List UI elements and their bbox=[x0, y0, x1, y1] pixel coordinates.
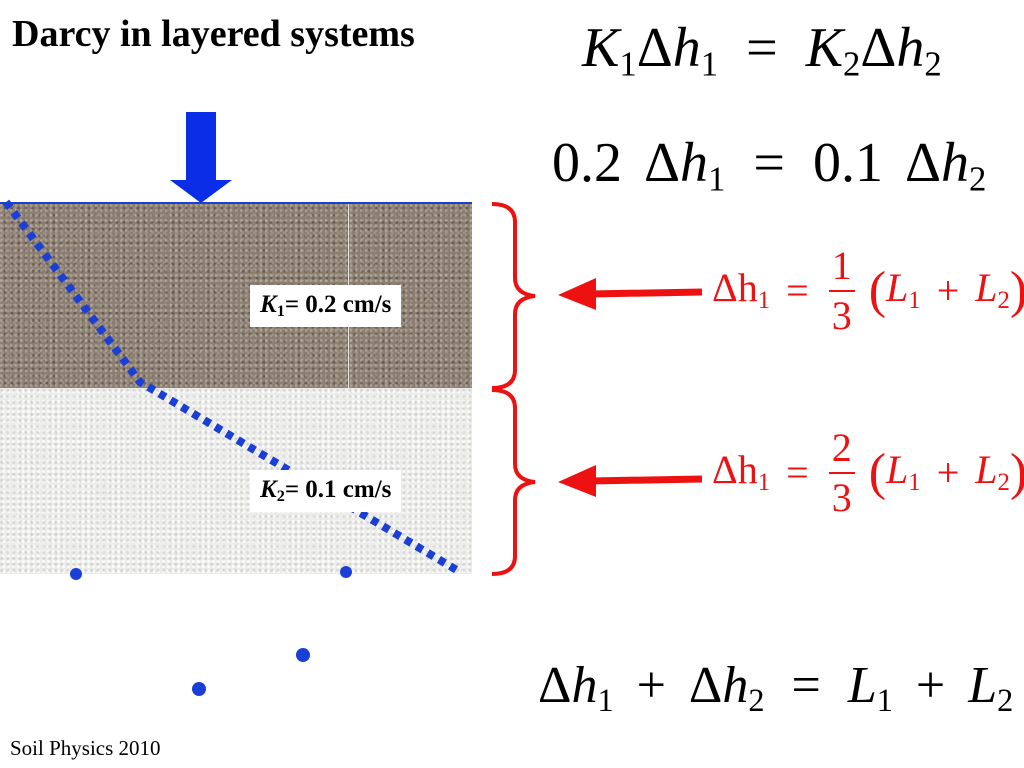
res2-l2: L2 bbox=[975, 447, 1010, 495]
eq-ndh2: Δh bbox=[904, 132, 969, 194]
arrow-left-icon bbox=[558, 278, 703, 310]
res1-l1-text: L bbox=[886, 265, 909, 311]
eq-dh2-sub: 2 bbox=[924, 44, 942, 84]
res2-l1-text: L bbox=[886, 447, 909, 493]
sum-l2-sub: 2 bbox=[997, 682, 1014, 719]
sum-dh2-sub: 2 bbox=[748, 682, 765, 719]
res1-fraction: 1 3 bbox=[828, 243, 855, 336]
eq-ndh1: Δh bbox=[644, 132, 709, 194]
eq-dh2: Δh bbox=[860, 17, 925, 79]
eq-k1: K bbox=[582, 17, 620, 79]
sum-plus2: + bbox=[915, 657, 946, 714]
dot bbox=[296, 648, 310, 662]
eq-ndh2-sub: 2 bbox=[968, 159, 987, 199]
k1-label: K1= 0.2 cm/s bbox=[250, 285, 402, 328]
sum-l2: L bbox=[968, 657, 998, 714]
res2-equals: = bbox=[786, 450, 809, 495]
sum-l1-sub: 1 bbox=[876, 682, 893, 719]
res2-l2-text: L bbox=[975, 447, 998, 493]
res1-l2-text: L bbox=[975, 265, 998, 311]
res1-equals: = bbox=[786, 268, 809, 313]
brace-top-icon bbox=[491, 202, 536, 390]
dot bbox=[70, 568, 82, 580]
res2-numerator: 2 bbox=[831, 425, 852, 470]
k1-value: = 0.2 cm/s bbox=[284, 291, 392, 318]
res2-close-paren: ) bbox=[1010, 444, 1024, 501]
k2-index: 2 bbox=[276, 487, 285, 506]
sum-dh1-sub: 1 bbox=[597, 682, 614, 719]
res2-denominator: 3 bbox=[828, 472, 855, 518]
hydraulic-head-line bbox=[2, 199, 463, 576]
sum-dh2: Δh bbox=[688, 657, 749, 714]
eq-nequals: = bbox=[753, 132, 785, 194]
res2-l1: L1 bbox=[886, 447, 921, 495]
res2-fraction: 2 3 bbox=[828, 425, 855, 518]
flow-arrow-icon bbox=[170, 112, 232, 203]
result-equation-bottom: Δh1 = 2 3 (L1 + L2) bbox=[712, 428, 1024, 518]
eq-coef1: 0.2 bbox=[552, 132, 622, 194]
eq-k2-sub: 2 bbox=[843, 44, 861, 84]
slide-title: Darcy in layered systems bbox=[12, 13, 415, 55]
res2-open-paren: ( bbox=[868, 444, 887, 501]
eq-k2: K bbox=[805, 17, 844, 79]
res1-numerator: 1 bbox=[831, 243, 852, 288]
k2-symbol: K bbox=[260, 476, 277, 503]
sum-equation: Δh1 + Δh2 = L1 + L2 bbox=[538, 657, 1014, 719]
dot bbox=[340, 566, 352, 578]
eq-coef2: 0.1 bbox=[812, 132, 883, 194]
res2-dh-sub: 1 bbox=[757, 469, 771, 497]
res1-plus: + bbox=[936, 268, 960, 313]
res2-dh-text: Δh bbox=[712, 447, 758, 493]
eq-dh1: Δh bbox=[636, 17, 701, 79]
res2-l1-sub: 1 bbox=[908, 469, 921, 497]
k1-index: 1 bbox=[276, 302, 285, 321]
res1-l2: L2 bbox=[975, 265, 1010, 313]
eq-k1-sub: 1 bbox=[619, 44, 637, 84]
res1-l1-sub: 1 bbox=[908, 287, 921, 315]
res1-open-paren: ( bbox=[868, 262, 887, 319]
k2-value: = 0.1 cm/s bbox=[284, 476, 392, 503]
k1-symbol: K bbox=[260, 291, 277, 318]
res1-denominator: 3 bbox=[828, 290, 855, 336]
k2-label: K2= 0.1 cm/s bbox=[250, 470, 402, 513]
result-equation-top: Δh1 = 1 3 (L1 + L2) bbox=[712, 246, 1024, 336]
footer-text: Soil Physics 2010 bbox=[10, 736, 161, 760]
res1-dh-sub: 1 bbox=[757, 287, 771, 315]
sum-equals: = bbox=[791, 657, 821, 714]
res1-dh: Δh1 bbox=[712, 265, 770, 313]
brace-bottom-icon bbox=[491, 388, 536, 576]
numeric-equation: 0.2 Δh1 = 0.1 Δh2 bbox=[552, 135, 986, 197]
eq-ndh1-sub: 1 bbox=[708, 159, 726, 199]
arrow-left-icon bbox=[558, 465, 703, 497]
res2-plus: + bbox=[936, 450, 960, 495]
res2-l2-sub: 2 bbox=[997, 469, 1010, 497]
continuity-equation: K1Δh1 = K2Δh2 bbox=[582, 20, 942, 82]
res1-l2-sub: 2 bbox=[997, 287, 1010, 315]
sum-l1: L bbox=[847, 657, 877, 714]
res2-dh: Δh1 bbox=[712, 447, 770, 495]
res1-l1: L1 bbox=[886, 265, 921, 313]
res1-dh-text: Δh bbox=[712, 265, 758, 311]
dot bbox=[192, 682, 206, 696]
sum-dh1: Δh bbox=[538, 657, 598, 714]
sum-plus1: + bbox=[636, 657, 666, 714]
eq-dh1-sub: 1 bbox=[700, 44, 719, 84]
eq-equals: = bbox=[746, 17, 778, 79]
res1-close-paren: ) bbox=[1010, 262, 1024, 319]
